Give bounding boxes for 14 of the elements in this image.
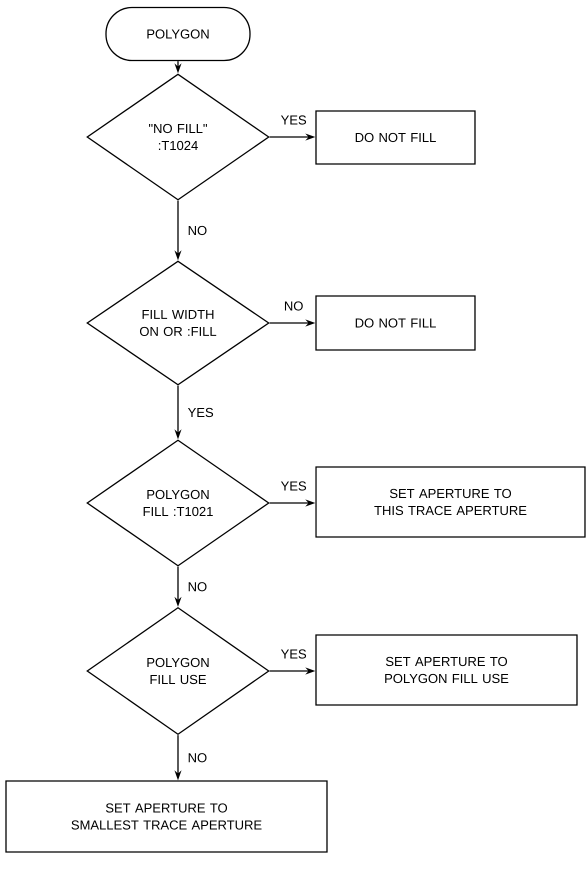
terminal-box: POLYGON: [105, 6, 251, 62]
edge-label: YES: [186, 406, 215, 418]
edge-label: NO: [186, 581, 208, 592]
process-box: SET APERTURE TO THIS TRACE APERTURE: [315, 466, 586, 538]
process-box: DO NOT FILL: [315, 295, 476, 351]
edge-label: YES: [280, 648, 308, 660]
process-box: SET APERTURE TO SMALLEST TRACE APERTURE: [5, 780, 328, 853]
process-box: DO NOT FILL: [315, 110, 476, 165]
edge-label: YES: [280, 480, 308, 492]
edge-label: NO: [186, 752, 208, 764]
edge-label: NO: [186, 224, 208, 236]
edge-label: NO: [282, 300, 304, 312]
edge-label: YES: [280, 114, 308, 126]
process-box: SET APERTURE TO POLYGON FILL USE: [315, 634, 578, 706]
